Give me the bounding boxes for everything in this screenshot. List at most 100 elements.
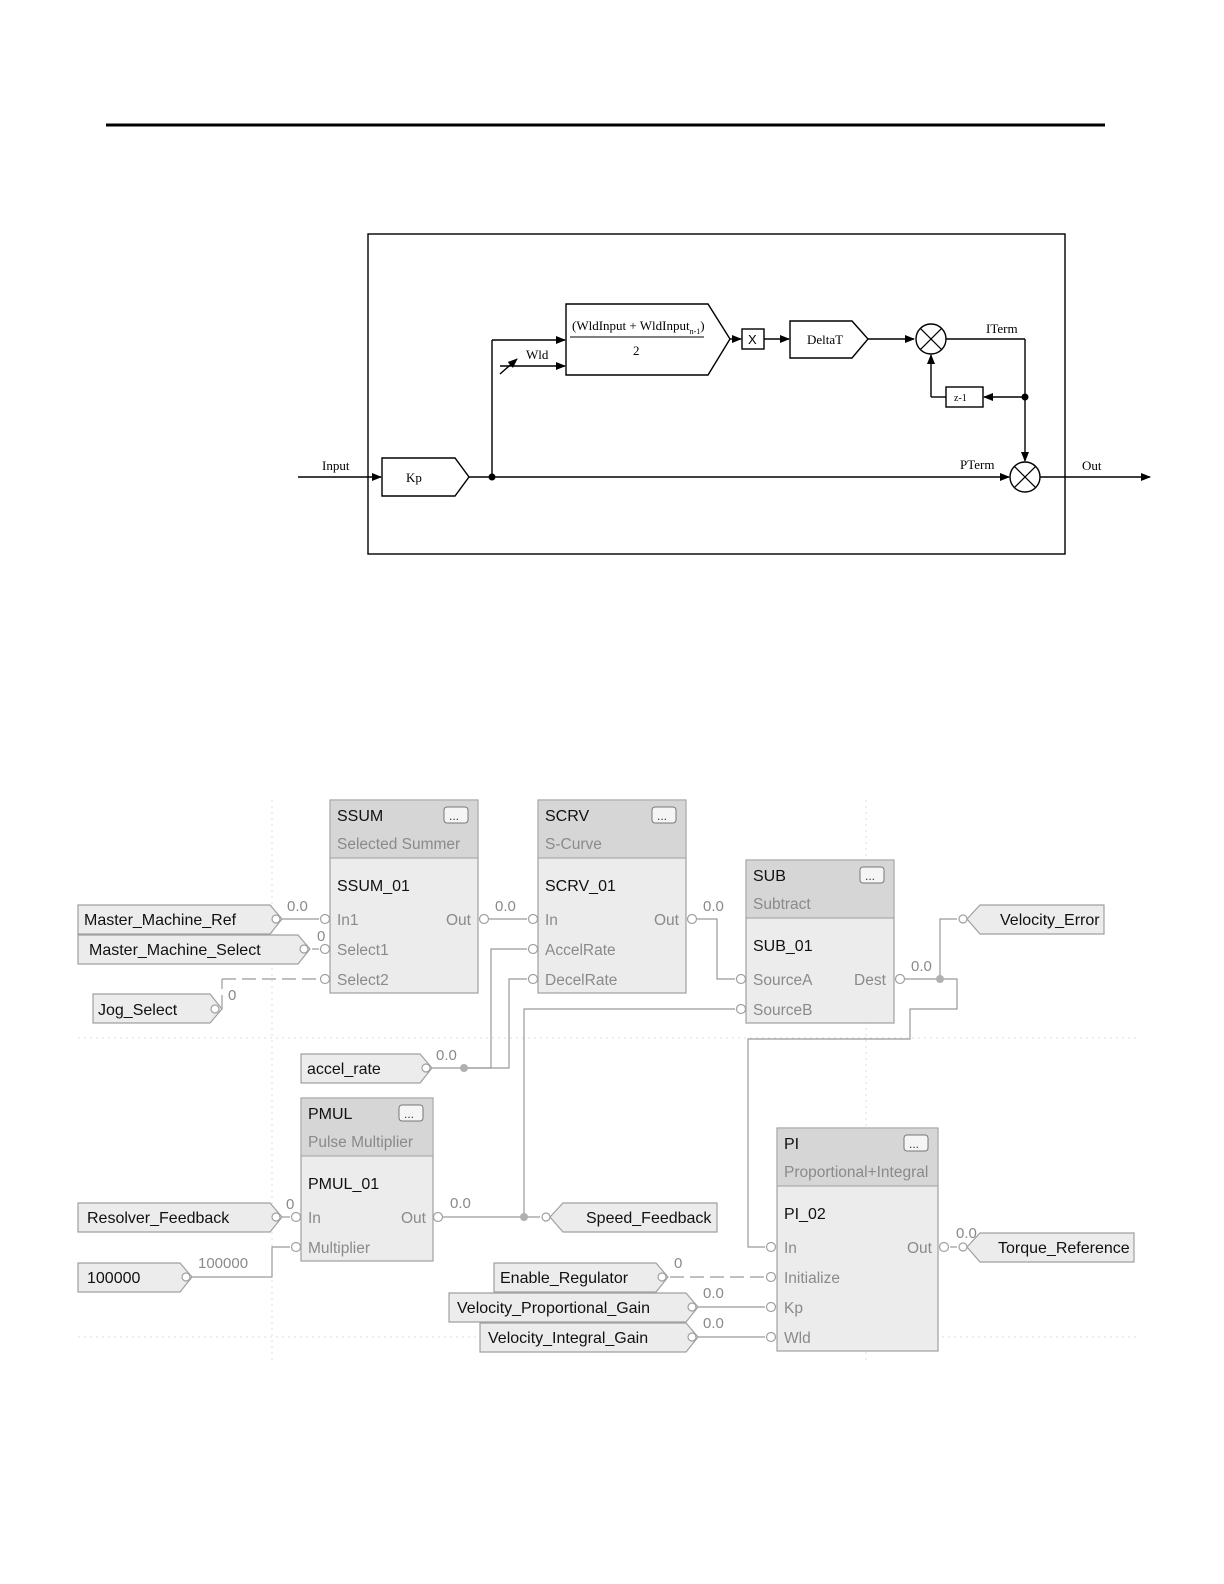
wire: [939, 918, 957, 979]
wire: [192, 1246, 290, 1278]
input-pin[interactable]: [319, 973, 331, 985]
wire-value-scrv-out: 0.0: [703, 898, 724, 915]
output-ref-speed-feedback[interactable]: Speed_Feedback: [541, 1202, 718, 1233]
wire-value-multiplier: 100000: [198, 1255, 248, 1272]
wire-value-wld: 0.0: [703, 1315, 724, 1332]
block-type: PI: [784, 1136, 799, 1153]
wire-value-jog-select: 0: [228, 987, 236, 1004]
output-pin[interactable]: [686, 913, 698, 925]
output-ref-velocity-error[interactable]: Velocity_Error: [958, 904, 1105, 935]
output-pin: [299, 944, 309, 954]
input-ref-master-machine-ref[interactable]: Master_Machine_Ref: [77, 904, 283, 935]
z-delay-label: z-1: [954, 393, 967, 404]
input-ref-tag: Master_Machine_Select: [89, 942, 261, 959]
input-ref-tag: Velocity_Integral_Gain: [488, 1330, 648, 1347]
wire-value-accel-rate: 0.0: [436, 1047, 457, 1064]
pin-label: Dest: [854, 972, 887, 989]
pin-label: Out: [401, 1210, 427, 1227]
wire-junction: [520, 1213, 528, 1221]
wld-label: Wld: [526, 347, 549, 362]
output-pin[interactable]: [478, 913, 490, 925]
block-description: Pulse Multiplier: [308, 1134, 413, 1151]
input-ref-velocity-proportional-gain[interactable]: Velocity_Proportional_Gain: [448, 1292, 699, 1323]
output-ref-tag: Torque_Reference: [998, 1240, 1130, 1257]
pi-block[interactable]: PI Proportional+Integral ... PI_02 In In…: [765, 1127, 950, 1352]
input-pin[interactable]: [765, 1271, 777, 1283]
formula-denominator: 2: [633, 343, 640, 358]
output-pin[interactable]: [432, 1211, 444, 1223]
output-ref-tag: Velocity_Error: [1000, 912, 1100, 929]
pin-label: SourceA: [753, 972, 813, 989]
input-pin[interactable]: [735, 973, 747, 985]
pin-label: SourceB: [753, 1002, 812, 1019]
block-properties-button[interactable]: [398, 1104, 424, 1122]
ssum-block[interactable]: SSUM Selected Summer ... SSUM_01 In1 Sel…: [319, 799, 490, 994]
output-ref-torque-reference[interactable]: Torque_Reference: [958, 1232, 1135, 1263]
block-properties-button[interactable]: [903, 1134, 929, 1152]
pi-schematic-diagram: Input Kp PTerm Wld (WldInput + WldInputn…: [298, 233, 1151, 555]
block-type: SSUM: [337, 808, 383, 825]
input-pin[interactable]: [527, 973, 539, 985]
block-properties-button[interactable]: [443, 806, 469, 824]
block-properties-label: ...: [865, 869, 875, 883]
block-properties-button[interactable]: [859, 866, 885, 884]
input-pin[interactable]: [319, 943, 331, 955]
input-ref-tag: 100000: [87, 1270, 140, 1287]
output-pin: [687, 1302, 697, 1312]
pin-label: Wld: [784, 1330, 811, 1347]
out-label: Out: [1082, 458, 1102, 473]
pin-label: Multiplier: [308, 1240, 370, 1257]
pin-label: Select1: [337, 942, 389, 959]
wire-junction: [460, 1064, 468, 1072]
scrv-block[interactable]: SCRV S-Curve ... SCRV_01 In AccelRate De…: [527, 799, 698, 994]
input-ref-constant-100000[interactable]: 100000: [77, 1262, 193, 1293]
output-pin: [657, 1272, 667, 1282]
input-ref-tag: Velocity_Proportional_Gain: [457, 1300, 650, 1317]
block-instance: SUB_01: [753, 938, 813, 955]
block-instance: PI_02: [784, 1206, 826, 1223]
input-pin[interactable]: [765, 1331, 777, 1343]
input-pin[interactable]: [527, 943, 539, 955]
input-ref-velocity-integral-gain[interactable]: Velocity_Integral_Gain: [479, 1322, 699, 1353]
block-description: Proportional+Integral: [784, 1164, 928, 1181]
iterm-label: ITerm: [986, 321, 1018, 336]
input-ref-resolver-feedback[interactable]: Resolver_Feedback: [77, 1202, 283, 1233]
input-ref-tag: accel_rate: [307, 1061, 381, 1078]
output-pin: [421, 1063, 431, 1073]
output-pin[interactable]: [938, 1241, 950, 1253]
input-pin[interactable]: [765, 1241, 777, 1253]
output-summing-junction: [1009, 461, 1041, 493]
pin-label: Out: [446, 912, 472, 929]
output-pin: [210, 1004, 220, 1014]
input-ref-tag: Master_Machine_Ref: [84, 912, 237, 929]
input-ref-jog-select[interactable]: Jog_Select: [92, 993, 223, 1024]
block-description: S-Curve: [545, 836, 602, 853]
input-pin[interactable]: [290, 1211, 302, 1223]
input-ref-enable-regulator[interactable]: Enable_Regulator: [493, 1262, 669, 1293]
pin-label: In: [308, 1210, 321, 1227]
input-pin[interactable]: [290, 1241, 302, 1253]
output-pin[interactable]: [894, 973, 906, 985]
block-properties-label: ...: [657, 809, 667, 823]
wire-value-enable-regulator: 0: [674, 1255, 682, 1272]
input-pin: [958, 1242, 968, 1252]
sub-block[interactable]: SUB Subtract ... SUB_01 SourceA SourceB …: [735, 859, 906, 1024]
input-pin[interactable]: [527, 913, 539, 925]
input-pin[interactable]: [765, 1301, 777, 1313]
wire-junction: [936, 975, 944, 983]
wire-value-master-select: 0: [317, 928, 325, 945]
pin-label: Select2: [337, 972, 389, 989]
block-properties-label: ...: [404, 1107, 414, 1121]
input-ref-accel-rate[interactable]: accel_rate: [300, 1053, 433, 1084]
pmul-block[interactable]: PMUL Pulse Multiplier ... PMUL_01 In Mul…: [290, 1097, 444, 1262]
input-pin: [958, 914, 968, 924]
block-properties-button[interactable]: [651, 806, 677, 824]
wire-value-resolver: 0: [286, 1196, 294, 1213]
input-pin[interactable]: [319, 913, 331, 925]
block-instance: SSUM_01: [337, 878, 410, 895]
wld-diagonal: [499, 358, 518, 375]
input-pin[interactable]: [735, 1003, 747, 1015]
deltat-label: DeltaT: [807, 332, 843, 347]
input-ref-master-machine-select[interactable]: Master_Machine_Select: [77, 934, 311, 965]
